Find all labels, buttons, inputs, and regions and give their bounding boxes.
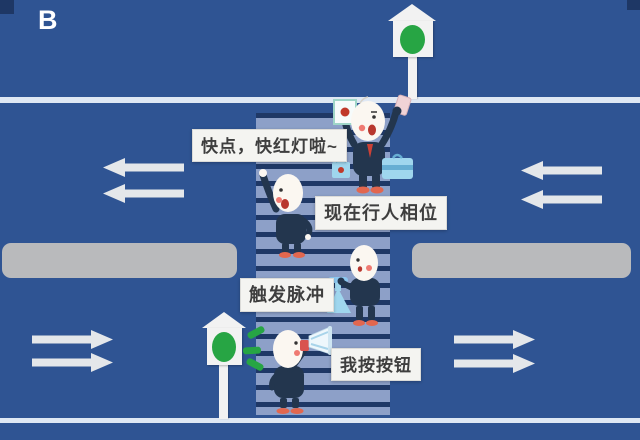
shoe [353,320,365,326]
arm [301,218,313,238]
shoe [293,252,305,258]
head [351,96,385,141]
green-light-icon [212,332,236,362]
arrow-left-icon [521,161,602,180]
speech-bubble-button: 我按按钮 [331,348,421,381]
road-edge-line-bottom [0,418,640,423]
shoe [366,320,378,326]
head [273,330,303,368]
briefcase-icon [382,153,413,179]
median-island-left [2,243,237,278]
signal-roof [202,312,246,328]
corner-mark-top-left [0,0,14,14]
signal-housing [207,328,242,365]
speech-bubble-hurry: 快点，快红灯啦~ [192,129,347,162]
speech-bubble-phase: 现在行人相位 [315,196,447,230]
pedestrian-celebrating [332,94,413,194]
hand [392,106,402,116]
head [350,245,378,281]
leg [282,243,289,253]
handbag-icon [332,158,350,178]
corner-mark-top-right [627,0,640,10]
leg [359,174,367,188]
shoe [356,186,370,194]
arrow-left-icon [103,184,184,203]
arm [259,171,280,213]
arrow-left-icon [521,190,602,209]
figure-label: B [38,5,59,35]
pedestrian-megaphone [269,326,332,414]
road-edge-line-top [0,97,640,103]
signal-roof [388,4,436,21]
speech-bubble-button-text: 我按按钮 [340,356,412,375]
arrow-right-icon [454,330,535,349]
median-island-right [412,243,631,278]
speech-bubble-pulse-text: 触发脉冲 [249,285,325,305]
signal-pole [219,363,228,419]
shoe [290,408,304,414]
head [273,174,303,212]
body [276,214,306,244]
arrow-left-icon [103,158,184,177]
speech-bubble-pulse: 触发脉冲 [240,278,334,312]
body [353,142,385,176]
shoe [279,252,291,258]
leg [368,306,375,320]
signal-housing [393,21,433,57]
leg [292,398,299,408]
body [350,278,380,306]
leg [372,174,380,188]
pedestrian-waving [259,169,313,258]
arrow-right-icon [32,353,113,372]
tie [367,144,373,158]
leg [294,243,301,253]
shoe [370,186,384,194]
green-light-icon [400,25,425,54]
speech-bubble-phase-text: 现在行人相位 [324,203,438,223]
speech-bubble-hurry-text: 快点，快红灯啦~ [201,137,338,156]
shoe [276,408,290,414]
hand [305,234,311,240]
arrow-right-icon [454,354,535,373]
leg [280,398,287,408]
body [274,366,304,398]
arm [269,371,281,391]
megaphone-icon [300,326,332,355]
leg [356,306,363,320]
signal-pole [408,55,417,99]
arrow-right-icon [32,330,113,349]
hand [337,277,345,285]
hand [259,169,267,177]
